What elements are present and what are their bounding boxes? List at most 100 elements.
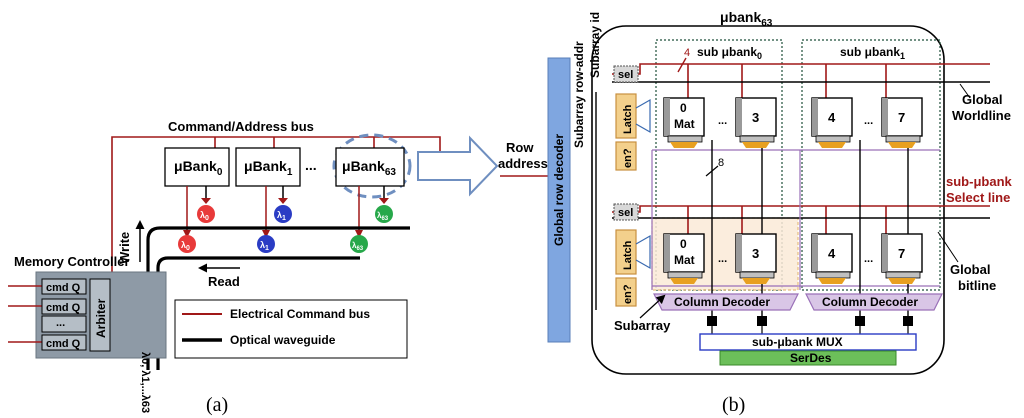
row-address-label-1: Row [506,140,534,155]
bank-ellipsis: ... [305,157,317,173]
upper-ring-1: λ1 [274,205,292,223]
bus-width-4: 4 [684,47,690,59]
latch-top: Latch [615,93,637,139]
optical-waveguide [146,226,410,370]
ubank-1: μBank1 [235,147,301,187]
zoom-arrow-icon [417,135,499,197]
svg-text:3: 3 [752,110,759,125]
latch-funnels [635,98,651,270]
mat-ellipsis: ... [718,115,727,127]
wavelength-stack: λ0, λ1,...λ63 [139,352,151,413]
sel-box-top: sel [613,65,639,83]
svg-text:μBank1: μBank1 [244,158,293,178]
sub-ubank-1-label: sub μbank1 [840,45,905,61]
svg-text:λ1: λ1 [277,210,286,222]
column-decoder-1: Column Decoder [805,293,943,311]
svg-text:7: 7 [898,246,905,261]
global-wordlines [612,81,990,219]
ring-stems [205,186,385,200]
svg-text:λ63: λ63 [377,211,389,222]
svg-text:Latch: Latch [622,104,634,134]
caption-a: (a) [206,394,228,416]
svg-text:Column Decoder: Column Decoder [822,295,918,309]
caption-b: (b) [722,394,745,416]
svg-text:3: 3 [752,246,759,261]
svg-text:λ0: λ0 [200,210,209,222]
ubank-63: μBank63 [335,147,405,187]
cmd-queues: cmd Q cmd Q ... cmd Q [8,278,87,351]
svg-text:7: 7 [898,110,905,125]
read-label: Read [208,274,240,289]
mat-ellipsis: ... [864,253,873,265]
mat-4-top: 4 [811,97,853,148]
bus-width-8: 8 [718,157,724,169]
sub-ubank-mux [699,333,917,351]
latch-bottom: Latch [615,229,637,275]
upper-ring-63: λ63 [375,205,393,223]
column-decoder-0: Column Decoder [653,293,799,311]
row-address-label-2: address [498,156,548,171]
svg-text:λ1: λ1 [260,240,269,252]
cmd-queue-label: cmd Q [46,282,81,294]
mux-label: sub-μbank MUX [752,335,843,349]
en-top: en? [615,141,637,171]
cmd-queue-ellipsis: ... [56,317,65,329]
svg-text:4: 4 [828,110,836,125]
memory-controller-label: Memory Controller [14,254,130,269]
svg-text:0: 0 [680,101,687,115]
sub-ubank-0-label: sub μbank0 [697,45,762,61]
ubank-title: μbank63 [720,9,773,29]
global-wordline-label-2: Worldline [952,108,1011,123]
bus-width-tick-4 [677,57,687,73]
mat-ellipsis: ... [718,253,727,265]
subarray-row-addr-label: Subarray row-addr [572,41,586,148]
global-row-decoder-label: Global row decoder [552,134,566,246]
ubank-boundary [591,25,945,375]
svg-text:en?: en? [622,148,634,168]
bitline-pointer [937,231,959,263]
mat-0-top: 0 Mat [663,97,705,148]
subarray-pointer [639,294,666,319]
mat-7-top: 7 [881,97,923,148]
bus-label: Command/Address bus [168,119,314,134]
purple-wiring [651,149,940,290]
svg-text:sel: sel [618,207,633,219]
legend: Electrical Command bus Optical waveguide [174,299,408,359]
upper-ring-0: λ0 [197,205,215,223]
legend-electrical-label: Electrical Command bus [230,307,370,321]
sub-ubank-1-region [801,39,941,291]
serdes [719,350,897,366]
svg-text:0: 0 [680,237,687,251]
svg-text:4: 4 [828,246,836,261]
mat-3-top: 3 [735,97,777,148]
mat-4-bottom: 4 [811,233,853,284]
wordline-pointer [959,83,971,99]
bus-width-tick-8 [705,165,719,177]
select-line-label-2: Select line [946,190,1010,205]
global-bitline-label-2: bitline [958,278,996,293]
lower-ring-1: λ1 [257,235,275,253]
svg-text:μBank63: μBank63 [342,158,396,178]
svg-text:sel: sel [618,69,633,81]
cmd-queue-label: cmd Q [46,338,81,350]
panel-a: Command/Address bus μBank0 μBank1 ... μB… [8,119,499,416]
svg-text:λ63: λ63 [352,241,364,252]
sel-box-bottom: sel [613,203,639,221]
svg-text:μBank0: μBank0 [174,158,223,178]
serdes-label: SerDes [790,351,832,365]
svg-text:Mat: Mat [674,253,695,267]
panel-b: Row address Global row decoder Subarray … [498,9,1013,416]
highlight-ellipse [332,133,412,199]
detector-tabs [201,198,389,204]
svg-text:Column Decoder: Column Decoder [674,295,770,309]
legend-optical-label: Optical waveguide [230,333,336,347]
arbiter [89,278,111,352]
lower-ring-0: λ0 [178,235,196,253]
mat-ellipsis: ... [864,115,873,127]
cmd-queue-label: cmd Q [46,302,81,314]
select-lines [612,63,990,240]
svg-text:Latch: Latch [622,240,634,270]
bitline-taps [707,316,913,326]
en-bottom: en? [615,277,637,307]
subarray-label: Subarray [614,318,671,333]
